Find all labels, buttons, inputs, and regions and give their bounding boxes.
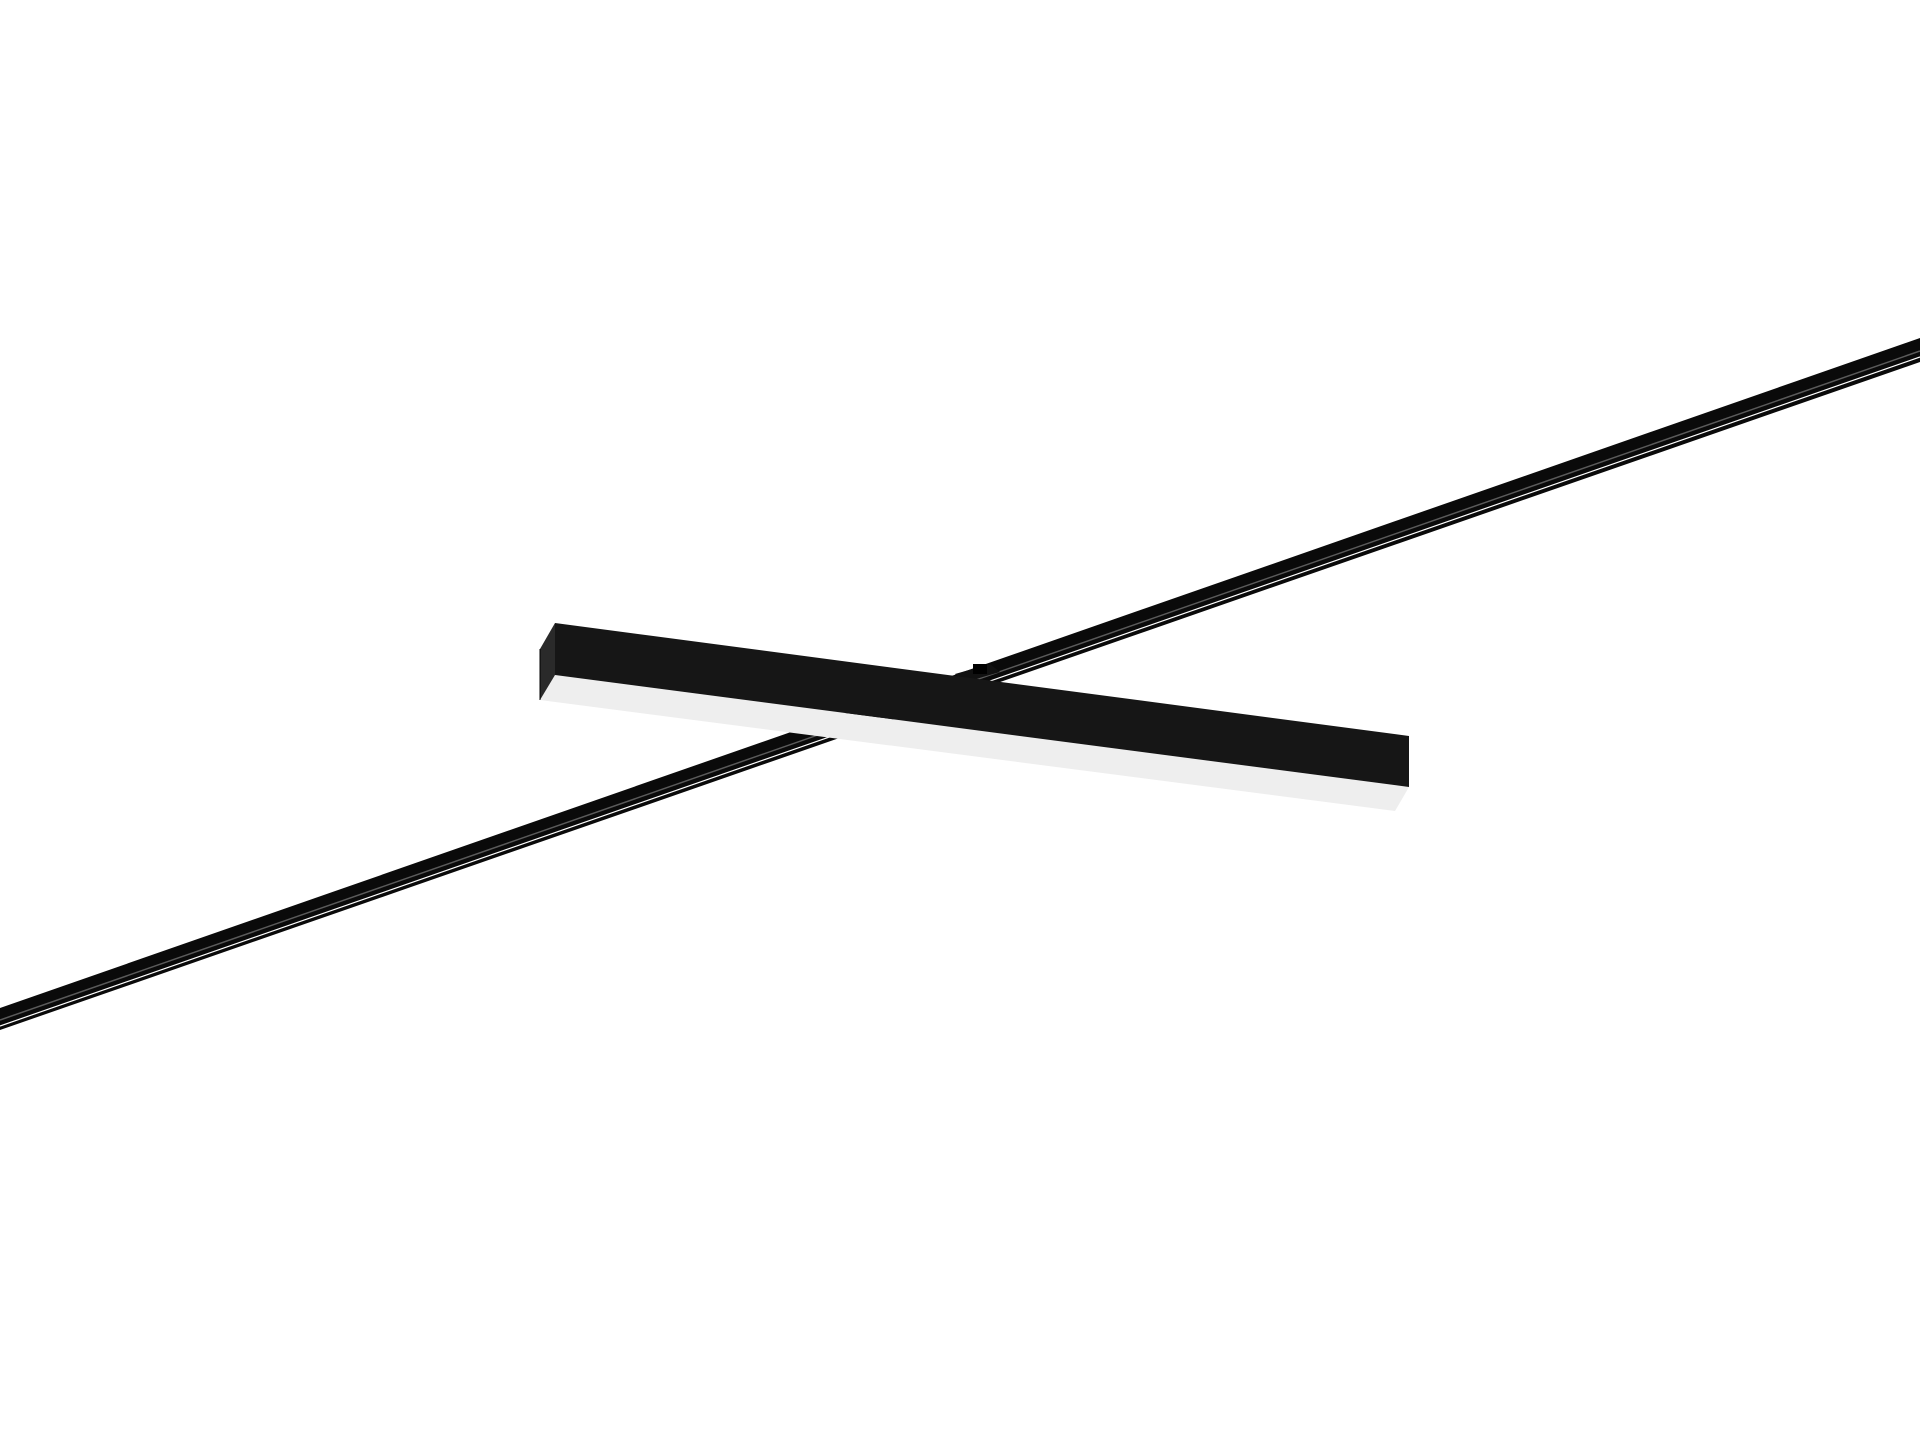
fixture-end-cap — [540, 623, 555, 700]
linear-light-fixture — [539, 623, 1409, 811]
fixture-diffuser — [540, 675, 1409, 811]
fixture-front-face — [555, 623, 1409, 787]
